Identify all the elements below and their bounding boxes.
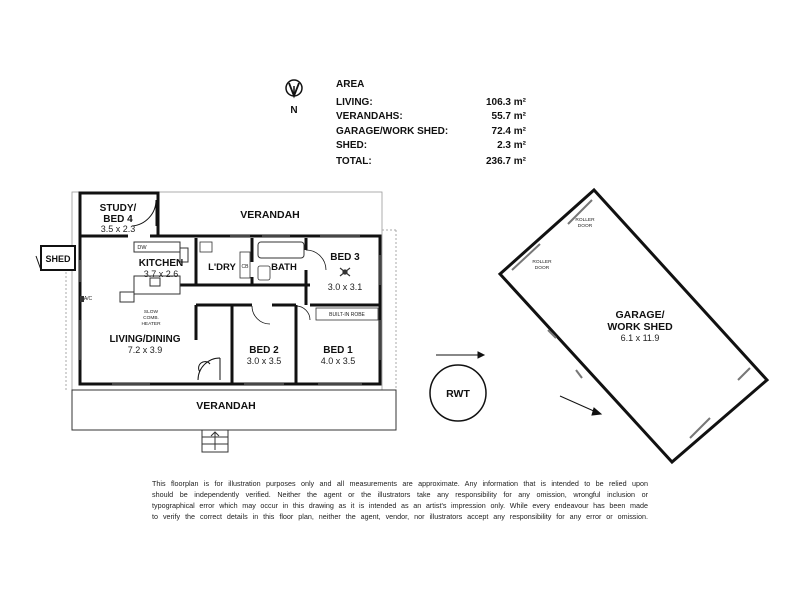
garage-outline — [497, 187, 770, 465]
garage-dims: 6.1 x 11.9 — [621, 333, 660, 343]
front-door — [197, 357, 221, 381]
north-label: N — [290, 105, 297, 116]
shed-label: SHED — [45, 254, 71, 264]
disclaimer-line: to verify the correct details in this fl… — [152, 512, 648, 521]
dw-label: DW — [137, 245, 147, 251]
area-row: GARAGE/WORK SHED: 72.4 m² — [336, 125, 526, 139]
area-row-value: 106.3 m² — [485, 97, 526, 109]
verandah-bottom-label: VERANDAH — [196, 400, 256, 412]
slow-comb-label-2: COMB. — [143, 315, 159, 321]
kitchen-dims: 3.7 x 2.6 — [144, 269, 179, 279]
kitchen-bench — [119, 241, 189, 303]
verandah-top-label: VERANDAH — [240, 209, 300, 221]
steps — [201, 429, 229, 453]
ceiling-fan-icon — [339, 267, 351, 277]
roller-door-label-1a: ROLLER — [575, 217, 595, 223]
area-row-label: LIVING: — [336, 97, 373, 109]
laundry-label: L'DRY — [208, 262, 236, 273]
cb-cupboard — [239, 251, 251, 279]
area-title: AREA — [336, 79, 365, 90]
kitchen-label: KITCHEN — [139, 258, 183, 269]
house-walls — [78, 191, 382, 386]
rainwater-tank — [429, 364, 487, 422]
area-row-label: GARAGE/WORK SHED: — [336, 125, 449, 137]
verandah-bottom-area — [71, 389, 397, 431]
area-total-label: TOTAL: — [336, 156, 372, 168]
study-door — [131, 199, 157, 227]
toilet — [257, 265, 271, 281]
bed2-label: BED 2 — [249, 345, 279, 356]
area-row: LIVING: 106.3 m² — [336, 96, 526, 110]
bed3-dims: 3.0 x 3.1 — [328, 282, 363, 292]
roller-door-label-2a: ROLLER — [532, 259, 552, 265]
rwt-label: RWT — [446, 388, 470, 400]
disclaimer-line: This floorplan is for illustration purpo… — [152, 479, 648, 488]
study-dims: 3.5 x 2.3 — [101, 224, 136, 234]
garage-label: GARAGE/ — [615, 309, 664, 321]
bed1-label: BED 1 — [323, 345, 353, 356]
area-row-label: SHED: — [336, 139, 368, 151]
study-label-2: BED 4 — [103, 214, 133, 225]
living-dims: 7.2 x 3.9 — [128, 345, 163, 355]
slow-comb-label-1: SLOW — [144, 309, 159, 315]
living-label: LIVING/DINING — [109, 334, 180, 345]
arrow-icon — [436, 351, 603, 416]
ac-label: A/C — [84, 296, 93, 302]
area-row-value: 55.7 m² — [491, 111, 526, 123]
area-total-row: TOTAL: 236.7 m² — [336, 155, 526, 169]
area-row: VERANDAHS: 55.7 m² — [336, 110, 526, 124]
area-row-value: 72.4 m² — [491, 125, 526, 137]
area-row: SHED: 2.3 m² — [336, 139, 526, 153]
disclaimer: This floorplan is for illustration purpo… — [152, 478, 648, 522]
slow-comb-label-3: HEATER — [141, 321, 161, 327]
built-in-robe-label: BUILT-IN ROBE — [329, 312, 365, 318]
bed1-dims: 4.0 x 3.5 — [321, 356, 356, 366]
area-total-value: 236.7 m² — [485, 156, 526, 168]
disclaimer-line: typographical error which may occur in t… — [152, 501, 648, 510]
shed-box — [40, 245, 76, 271]
study-label: STUDY/ — [100, 203, 137, 214]
windows — [79, 235, 381, 385]
built-in-robe — [315, 307, 379, 321]
bathtub — [257, 241, 305, 259]
garage-label-2: WORK SHED — [607, 321, 673, 333]
bed2-dims: 3.0 x 3.5 — [247, 356, 282, 366]
north-arrow-icon — [285, 79, 303, 99]
area-row-label: VERANDAHS: — [336, 111, 403, 123]
disclaimer-line: should be independently verified. Neithe… — [152, 490, 648, 499]
roller-door-label-2b: DOOR — [535, 265, 550, 271]
area-row-value: 2.3 m² — [497, 139, 526, 151]
cb-label: CB — [242, 264, 250, 270]
bed3-label: BED 3 — [330, 252, 360, 263]
area-table: AREA LIVING: 106.3 m² VERANDAHS: 55.7 m²… — [336, 78, 526, 169]
bath-label: BATH — [271, 262, 297, 273]
roller-door-label-1b: DOOR — [578, 223, 593, 229]
